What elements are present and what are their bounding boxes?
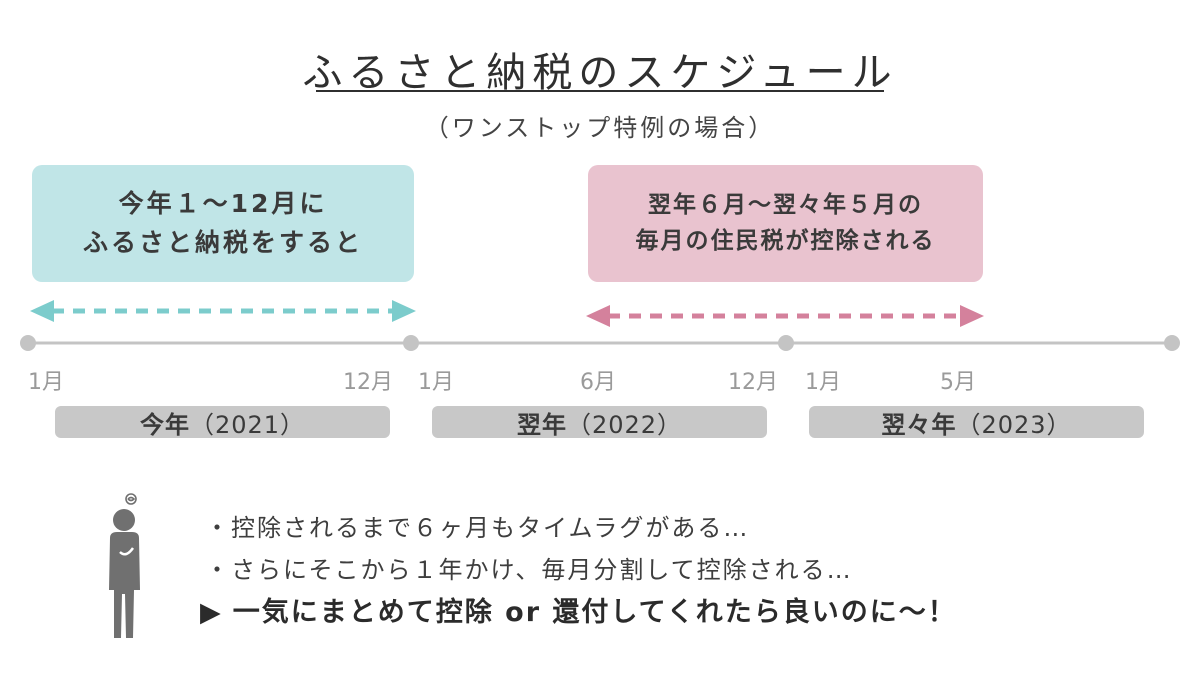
- year-bar-year: （2021）: [189, 410, 306, 439]
- donation-period-arrow: [30, 300, 416, 322]
- play-triangle-icon: ▶: [200, 597, 223, 628]
- timeline-node: [403, 335, 419, 351]
- period-arrows: [30, 300, 984, 327]
- worried-person-icon: [109, 493, 140, 638]
- page-title: ふるさと納税のスケジュール: [302, 50, 898, 96]
- year-bar-current: 今年（2021）: [55, 406, 390, 439]
- month-label: 5月: [940, 370, 976, 395]
- timeline-node: [20, 335, 36, 351]
- conclusion-line: ▶ 一気にまとめて控除 or 還付してくれたら良いのに～！: [200, 590, 957, 629]
- year-bar-year: （2022）: [566, 410, 683, 439]
- deduction-period-line2: 毎月の住民税が控除される: [635, 227, 936, 254]
- year-bar-label: 翌年: [516, 410, 567, 439]
- month-label: 6月: [580, 370, 616, 395]
- year-bar-next: 翌年（2022）: [432, 406, 767, 439]
- title-underline: [316, 90, 884, 92]
- conclusion-text: 一気にまとめて控除 or 還付してくれたら良いのに～！: [232, 597, 957, 628]
- timeline-node: [1164, 335, 1180, 351]
- year-bar-label: 翌々年: [881, 410, 957, 439]
- month-label: 12月: [343, 370, 393, 395]
- donation-period-line2: ふるさと納税をすると: [82, 227, 363, 257]
- page-subtitle: （ワンストップ特例の場合）: [424, 114, 776, 142]
- timeline: [20, 335, 1180, 351]
- donation-period-line1: 今年１～12月に: [118, 188, 328, 218]
- note-line-1: ・控除されるまで６ヶ月もタイムラグがある…: [205, 514, 750, 542]
- deduction-period-line1: 翌年６月～翌々年５月の: [648, 191, 923, 218]
- month-label: 1月: [28, 370, 64, 395]
- year-bar-after-next: 翌々年（2023）: [809, 406, 1144, 439]
- month-label: 12月: [728, 370, 778, 395]
- deduction-period-arrow: [586, 305, 984, 327]
- month-label: 1月: [805, 370, 841, 395]
- donation-period-box: 今年１～12月に ふるさと納税をすると: [32, 165, 414, 282]
- note-line-2: ・さらにそこから１年かけ、毎月分割して控除される…: [205, 556, 853, 584]
- year-bar-label: 今年: [139, 410, 190, 439]
- month-label: 1月: [418, 370, 454, 395]
- timeline-node: [778, 335, 794, 351]
- deduction-period-box: 翌年６月～翌々年５月の 毎月の住民税が控除される: [588, 165, 983, 282]
- year-bar-year: （2023）: [956, 410, 1072, 439]
